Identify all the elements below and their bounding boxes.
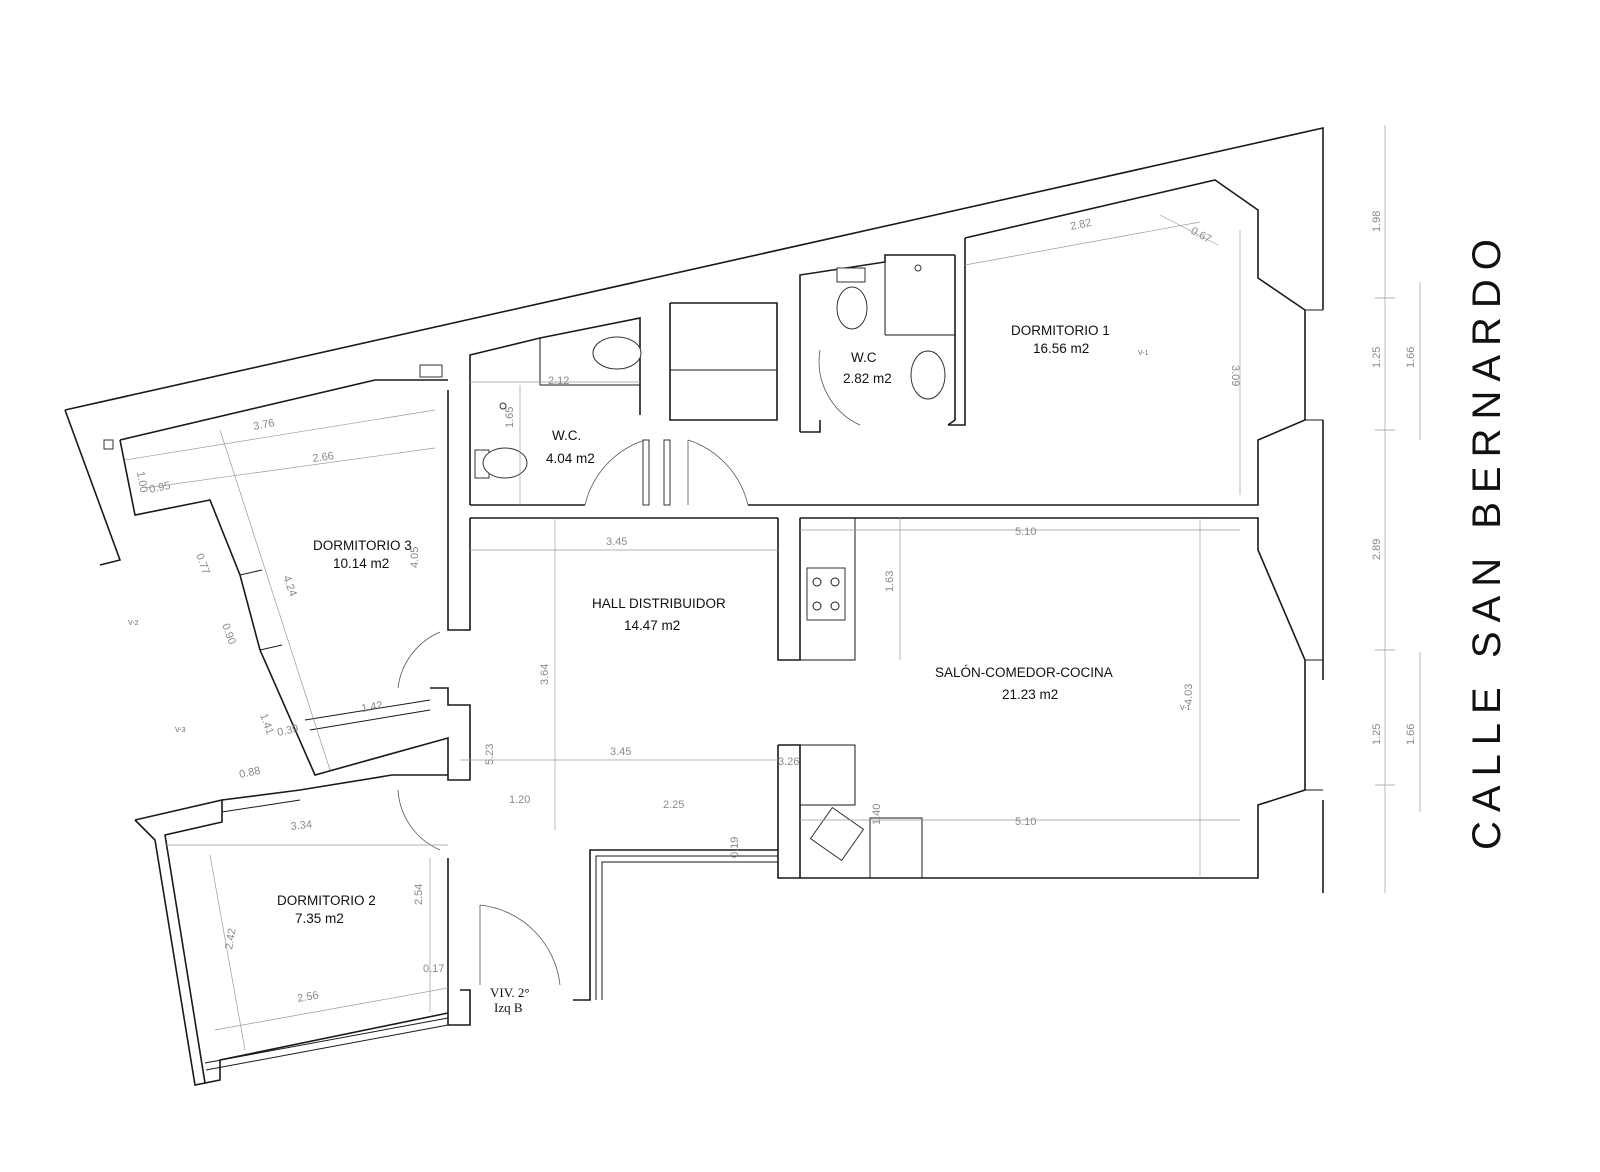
room-labels: DORMITORIO 1 16.56 m2 W.C 2.82 m2 W.C. 4… [277,323,1113,926]
room-area-wc-left: 4.04 m2 [546,451,595,466]
window-tag: V-1 [1180,705,1191,712]
dormitorio-3-walls [119,379,471,781]
unit-label: VIV. 2° Izq B [490,985,530,1015]
doors [397,349,861,986]
window-tag: V-3 [175,727,186,734]
dim-label: 3.45 [606,536,627,548]
dim-label: 2.25 [663,799,684,811]
dim-label: 5.23 [484,744,496,765]
room-area-dormitorio-2: 7.35 m2 [295,911,344,926]
dim-label: 1.66 [1405,347,1417,368]
dim-label: 1.63 [884,571,896,592]
dim-label: 1.65 [504,407,516,428]
dim-label: 2.56 [296,989,319,1005]
room-name-wc-left: W.C. [552,428,581,443]
window-tags: V-1 V-1 V-2 V-3 [128,350,1191,734]
dimension-lines [124,125,1421,1051]
dim-label: 3.34 [290,819,313,833]
room-area-dormitorio-3: 10.14 m2 [333,556,389,571]
dim-label: 0.90 [219,622,238,646]
dim-label: 1.40 [871,804,883,825]
room-name-salon: SALÓN-COMEDOR-COCINA [935,665,1113,680]
dim-label: 0.67 [1189,225,1214,246]
dim-label: 2.54 [413,884,425,905]
dim-label: 2.66 [312,450,335,465]
room-area-wc-right: 2.82 m2 [843,371,892,386]
unit-label-line-1: VIV. 2° [490,985,530,1000]
toilet-bowl-icon [482,447,528,479]
dim-label: 1.00 [134,470,150,493]
room-name-dormitorio-1: DORMITORIO 1 [1011,323,1110,338]
dim-label: 3.09 [1229,365,1241,386]
room-area-hall: 14.47 m2 [624,618,680,633]
dim-label: 1.41 [257,712,276,736]
dim-label: 5.10 [1015,816,1036,828]
dim-label: 0.77 [193,552,212,576]
dim-label: 3.64 [539,664,551,685]
stove-icon [806,567,846,621]
dim-label: 2.42 [223,927,239,950]
room-area-salon: 21.23 m2 [1002,687,1058,702]
dim-label: 4.03 [1183,684,1195,705]
dim-label: 0.88 [238,765,261,781]
dormitorio-2-walls [134,774,471,1086]
outer-envelope [64,127,1324,893]
room-name-dormitorio-2: DORMITORIO 2 [277,893,376,908]
dim-label: 3.26 [778,756,799,768]
sink-icon [592,336,642,370]
dim-label: 4.24 [280,574,299,598]
wc-right-walls [799,254,956,433]
dimension-labels: 2.82 0.67 3.09 2.12 1.65 3.76 2.66 1.00 … [134,211,1417,1005]
dim-label: 0.19 [729,837,741,858]
dim-label: 1.42 [360,699,383,715]
toilet-bowl-icon [836,286,868,330]
room-name-hall: HALL DISTRIBUIDOR [592,596,726,611]
dim-label: 4.05 [409,547,421,568]
dim-label: 1.66 [1405,724,1417,745]
dim-label: 0.95 [148,480,171,496]
room-name-wc-right: W.C [851,350,877,365]
dim-label: 1.20 [509,794,530,806]
dormitorio-1-walls [748,179,1323,506]
unit-label-line-2: Izq B [494,1000,523,1015]
street-name: CALLE SAN BERNARDO [1465,230,1509,850]
dim-label: 1.25 [1371,724,1383,745]
dim-label: 5.10 [1015,526,1036,538]
dim-label: 0.17 [423,963,444,975]
dim-label: 3.45 [610,746,631,758]
kitchen-sink-icon [809,806,865,862]
dim-label: 1.25 [1371,347,1383,368]
dim-label: 1.98 [1371,211,1383,232]
room-name-dormitorio-3: DORMITORIO 3 [313,538,412,553]
dim-label: 3.76 [252,417,275,433]
room-area-dormitorio-1: 16.56 m2 [1033,341,1089,356]
dim-label: 2.82 [1069,217,1092,233]
fixtures [103,264,946,879]
window-tag: V-2 [128,620,139,627]
toilet-icon [836,267,866,283]
sink-icon [910,350,946,400]
window-tag: V-1 [1138,350,1149,357]
dim-label: 2.89 [1371,539,1383,560]
dim-label: 2.12 [548,375,569,387]
dim-label: 0.39 [276,723,299,739]
